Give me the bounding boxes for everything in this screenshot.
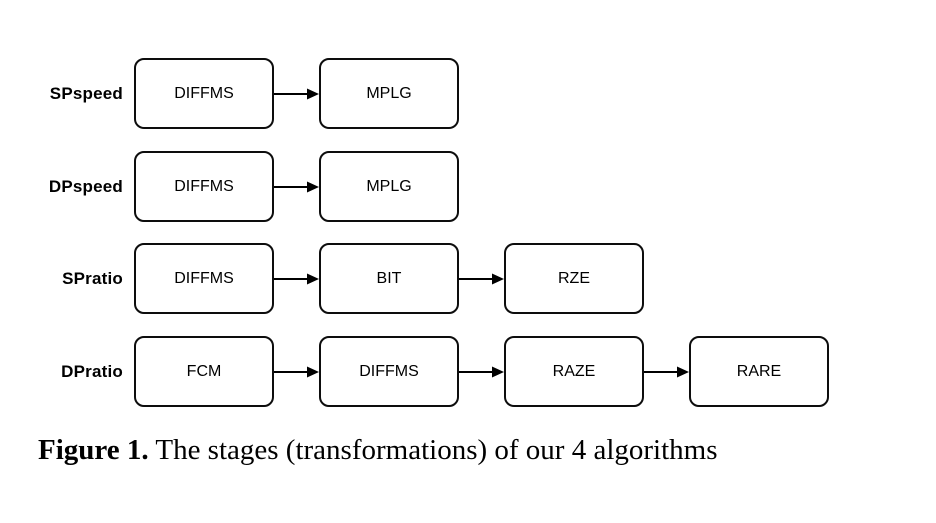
algorithm-row-spspeed: SPspeed DIFFMS MPLG (0, 58, 459, 129)
stage-box: MPLG (319, 58, 459, 129)
stage-box: RZE (504, 243, 644, 314)
stage-box: BIT (319, 243, 459, 314)
stage-box: DIFFMS (319, 336, 459, 407)
arrow-right-icon (459, 273, 504, 284)
stage-box: MPLG (319, 151, 459, 222)
row-label: DPspeed (48, 176, 123, 196)
stage-box: RAZE (504, 336, 644, 407)
figure-caption-label: Figure 1. (38, 434, 149, 466)
flow-arrow (459, 272, 504, 286)
flow-arrow (274, 365, 319, 379)
stage-box: FCM (134, 336, 274, 407)
algorithm-row-dpratio: DPratio FCM DIFFMS RAZE RARE (0, 336, 829, 407)
row-label: DPratio (61, 361, 123, 381)
arrow-right-icon (644, 366, 689, 377)
stage-box: DIFFMS (134, 58, 274, 129)
stage-box: DIFFMS (134, 151, 274, 222)
arrow-right-icon (274, 88, 319, 99)
arrow-right-icon (459, 366, 504, 377)
flow-arrow (274, 180, 319, 194)
arrow-right-icon (274, 273, 319, 284)
flow-arrow (459, 365, 504, 379)
row-label: SPspeed (49, 83, 123, 103)
figure-caption: Figure 1. The stages (transformations) o… (38, 434, 898, 467)
algorithm-row-dpspeed: DPspeed DIFFMS MPLG (0, 151, 459, 222)
arrow-right-icon (274, 366, 319, 377)
stage-box: DIFFMS (134, 243, 274, 314)
algorithm-row-spratio: SPratio DIFFMS BIT RZE (0, 243, 644, 314)
row-label: SPratio (62, 268, 123, 288)
flow-arrow (274, 87, 319, 101)
flow-arrow (274, 272, 319, 286)
arrow-right-icon (274, 181, 319, 192)
flow-arrow (644, 365, 689, 379)
figure-caption-text: The stages (transformations) of our 4 al… (148, 434, 718, 466)
stage-box: RARE (689, 336, 829, 407)
